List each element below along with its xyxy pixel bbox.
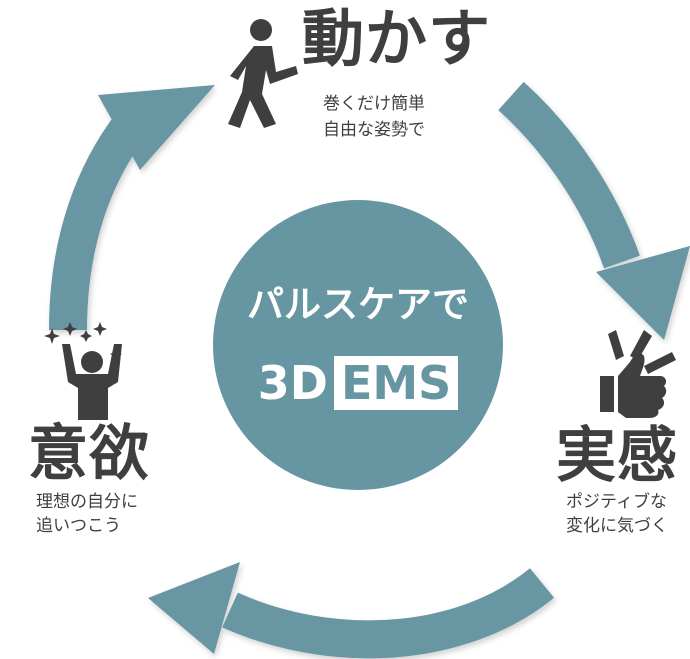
cheering-person-icon [44,322,122,420]
center-3d-text: 3D [257,356,328,410]
step-feel-sub2: 変化に気づく [566,516,668,536]
step-move-sub1: 巻くだけ簡単 [323,94,425,114]
step-motivation-sub2: 追いつこう [36,516,121,536]
arrow-left [49,85,215,331]
step-feel-sub1: ポジティブな [566,492,667,512]
step-move-sub2: 自由な姿勢で [323,120,425,140]
step-feel-title: 実感 [556,421,678,491]
arrow-bottom [148,562,555,659]
arrow-top-right [498,81,690,340]
walking-person-icon [228,19,298,128]
step-move-title: 動かす [302,2,492,75]
center-ems-badge: EMS [333,356,459,410]
center-circle [213,200,503,490]
thumbs-up-icon [600,330,676,418]
center-title: パルスケアで [247,283,469,326]
step-motivation-title: 意欲 [28,419,150,489]
step-motivation-sub1: 理想の自分に [36,492,138,512]
